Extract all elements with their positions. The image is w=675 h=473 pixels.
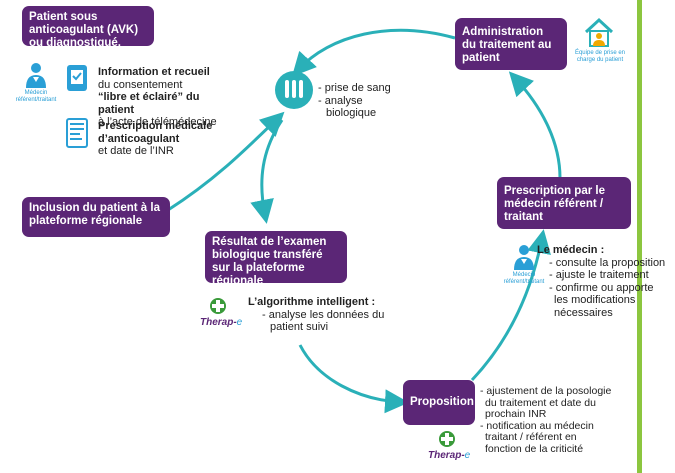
doctor-icon-right xyxy=(514,245,534,270)
arrow-proposition-to-prescription xyxy=(470,229,551,382)
prescription-text: Prescription médicale d’anticoagulant et… xyxy=(98,120,213,157)
doctor-icon xyxy=(26,63,46,88)
info-consent-text: Information et recueil du consentement “… xyxy=(98,66,217,128)
care-team-label: Équipe de prise en charge du patient xyxy=(574,50,626,63)
care-team-house-icon xyxy=(584,17,614,47)
algorithm-text: L’algorithme intelligent : - analyse les… xyxy=(248,296,385,333)
tablet-icon xyxy=(67,65,87,91)
doctor-actions: Le médecin : - consulte la proposition -… xyxy=(537,244,666,319)
arrow-administration-to-sample xyxy=(291,28,456,77)
arrow-result-to-proposition xyxy=(298,344,409,414)
right-edge-bar xyxy=(637,0,642,473)
sample-steps: - prise de sang - analyse biologique xyxy=(318,82,391,119)
prescription-icon xyxy=(66,118,88,148)
box-prescription-medecin: Prescription par le médecin référent / t… xyxy=(497,177,631,229)
box-administration: Administration du traitement au patient xyxy=(455,18,567,70)
therap-e-logo-icon-2 xyxy=(439,431,455,447)
therap-e-brand: Therap-e xyxy=(200,317,243,328)
doctor-label-right: Médecin référent/traitant xyxy=(503,272,545,285)
proposition-notes: - ajustement de la posologie du traiteme… xyxy=(480,385,612,455)
doctor-label-left: Médecin référent/traitant xyxy=(15,90,57,103)
arrow-sample-to-result xyxy=(250,119,284,224)
therap-e-logo-icon xyxy=(210,298,226,314)
box-proposition: Proposition xyxy=(403,380,475,425)
therap-e-brand-2: Therap-e xyxy=(428,450,471,461)
box-patient: Patient sous anticoagulant (AVK) ou diag… xyxy=(22,6,154,49)
arrow-prescription-to-administration xyxy=(508,71,562,179)
box-resultat: Résultat de l’examen biologique transfér… xyxy=(205,231,347,287)
arrow-inclusion-to-sample xyxy=(167,111,285,212)
blood-sample-icon xyxy=(275,71,313,109)
box-inclusion: Inclusion du patient à la plateforme rég… xyxy=(22,197,170,237)
